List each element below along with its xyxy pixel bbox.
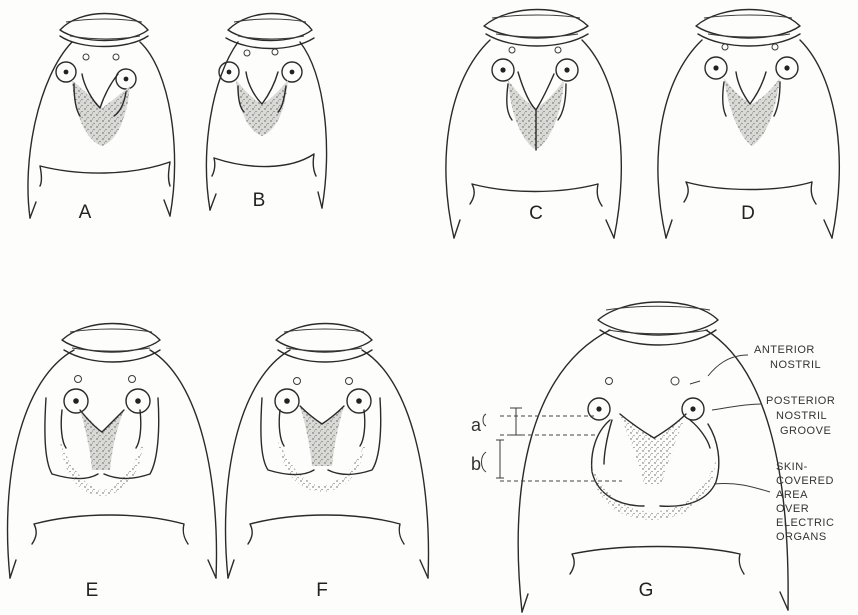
panel-d: D (658, 10, 839, 239)
panel-b: B (206, 14, 326, 212)
skin-covered-leader (714, 483, 770, 492)
anno-skin-line6: ORGANS (776, 531, 827, 543)
dimension-b-label: b (471, 454, 481, 474)
anno-posterior-line2: NOSTRIL (776, 410, 827, 422)
anterior-nostril-right (671, 377, 679, 385)
panel-label-e: E (86, 580, 99, 601)
panel-label-d: D (741, 203, 755, 224)
panel-label-g: G (639, 580, 654, 601)
anno-skin-line3: AREA (776, 489, 808, 501)
panel-e: E (8, 324, 217, 602)
panel-label-c: C (529, 203, 543, 224)
panel-label-b: B (253, 190, 266, 211)
panel-g: a b G (471, 302, 788, 612)
annotation-anterior-nostril: ANTERIOR NOSTRIL (754, 344, 821, 371)
panel-c: C (446, 10, 621, 239)
panel-a: A (28, 14, 175, 224)
anno-skin-line5: ELECTRIC (776, 517, 834, 529)
anterior-nostril-leader (690, 355, 748, 384)
posterior-nostril-leader (712, 404, 762, 410)
dimension-a-label: a (471, 415, 482, 435)
anterior-nostril-left (606, 378, 613, 385)
panel-f: F (226, 324, 429, 602)
anno-skin-line2: COVERED (776, 475, 834, 487)
anno-posterior-line3: GROOVE (780, 425, 831, 437)
annotation-posterior-nostril-groove: POSTERIOR NOSTRIL GROOVE (766, 395, 835, 437)
anno-anterior-line2: NOSTRIL (770, 359, 821, 371)
anno-anterior-line1: ANTERIOR (754, 344, 815, 356)
panel-label-f: F (316, 580, 328, 601)
panel-label-a: A (79, 202, 92, 223)
anno-skin-line1: SKIN- (776, 461, 808, 473)
anno-skin-line4: OVER (776, 503, 809, 515)
anno-posterior-line1: POSTERIOR (766, 395, 835, 407)
annotation-skin-covered-area: SKIN- COVERED AREA OVER ELECTRIC ORGANS (776, 461, 834, 543)
